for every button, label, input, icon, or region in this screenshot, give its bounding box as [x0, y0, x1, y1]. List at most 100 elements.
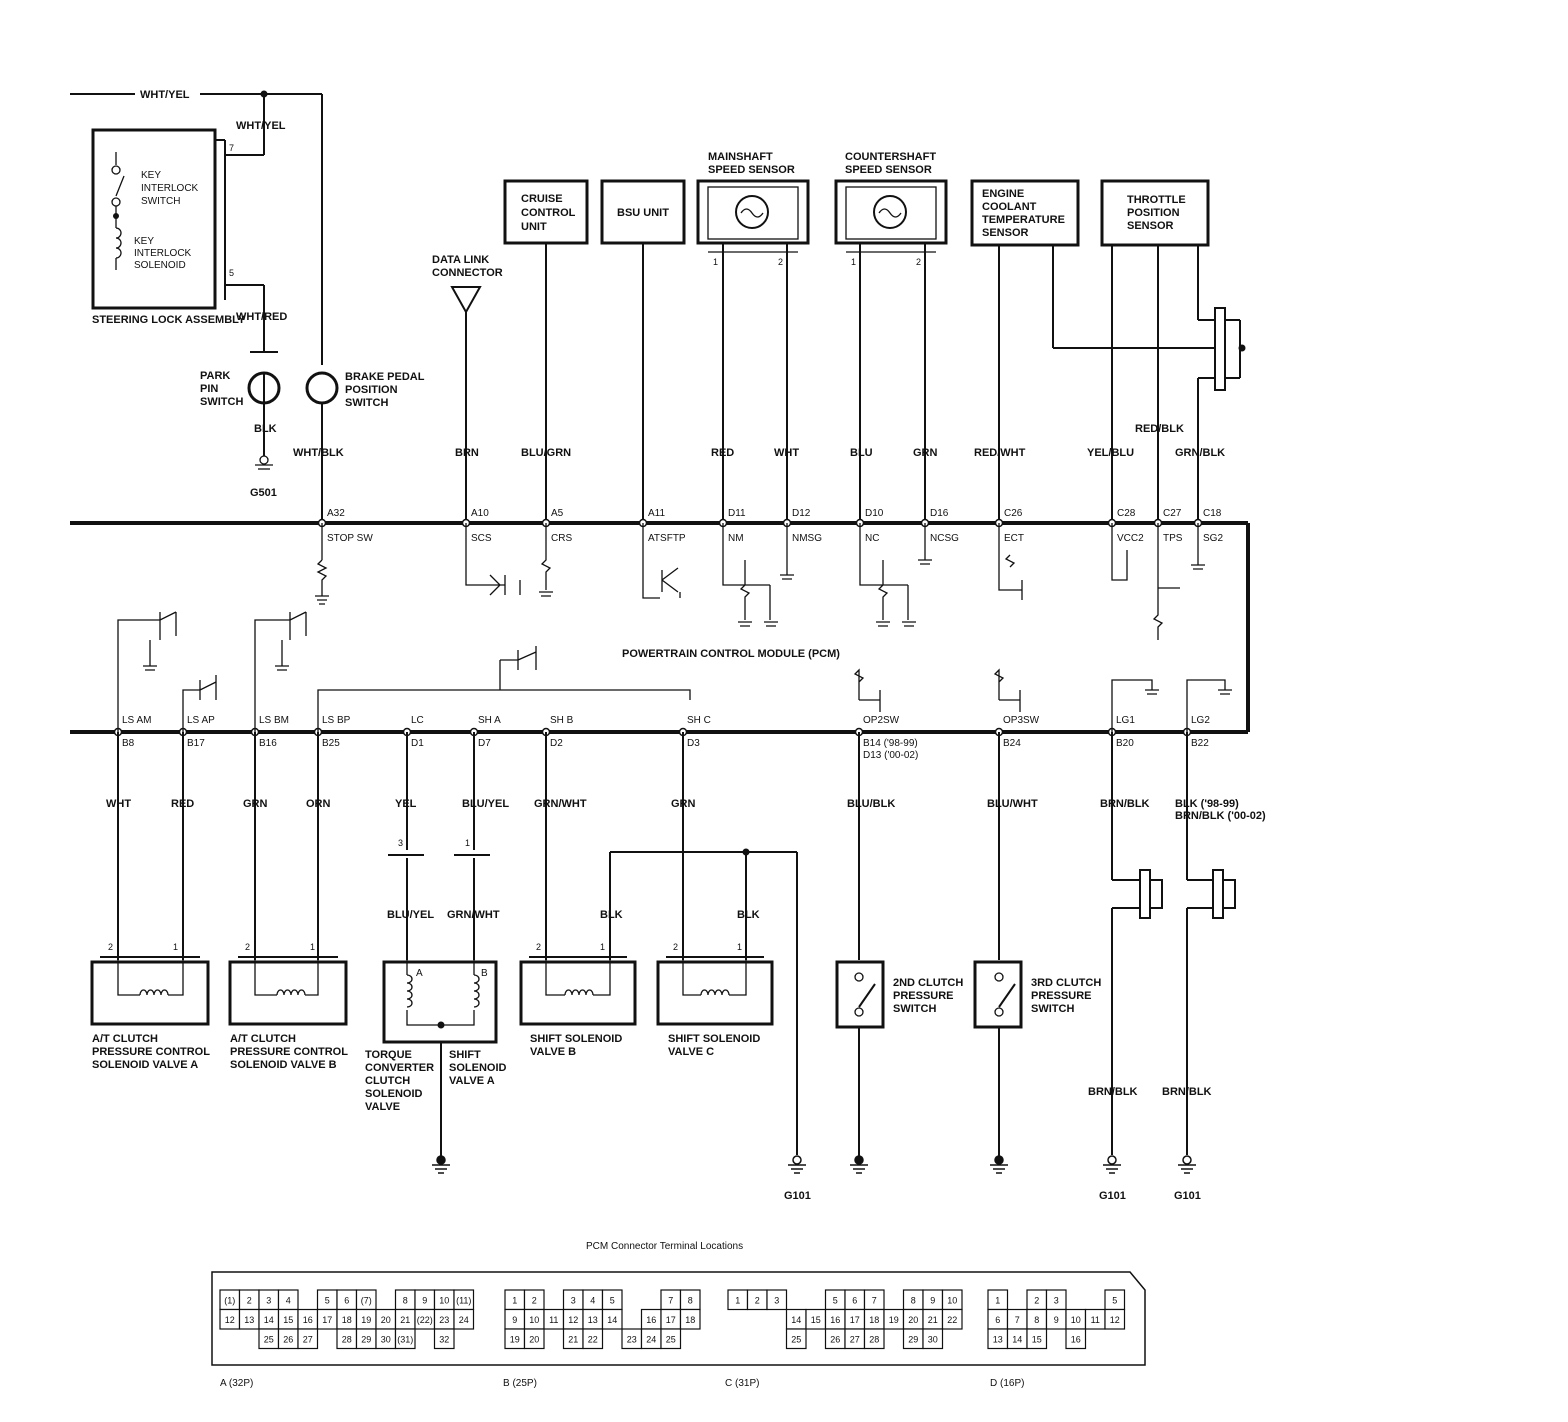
- svg-text:PRESSURE: PRESSURE: [893, 990, 954, 1002]
- wire-label: WHT/YEL: [140, 89, 190, 101]
- terminal-pin: D12: [792, 508, 811, 519]
- svg-text:SPEED SENSOR: SPEED SENSOR: [708, 164, 795, 176]
- cell-number: 17: [850, 1315, 860, 1325]
- wire-label: BLU/WHT: [987, 798, 1038, 810]
- terminal-signal: LG2: [1191, 715, 1210, 726]
- wire-label: BLU/GRN: [521, 447, 571, 459]
- cell-number: 2: [1034, 1296, 1039, 1306]
- terminal-pin: B14 ('98-99): [863, 738, 918, 749]
- cell-number: 15: [283, 1315, 293, 1325]
- cell-number: 28: [342, 1335, 352, 1345]
- cell-number: 30: [381, 1335, 391, 1345]
- connector-cell: [1026, 1328, 1048, 1350]
- cell-number: 10: [947, 1296, 957, 1306]
- svg-text:INTERLOCK: INTERLOCK: [134, 248, 192, 259]
- cell-number: 7: [872, 1296, 877, 1306]
- wire-label: RED: [171, 798, 194, 810]
- cruise-control-unit: CRUISE CONTROL UNIT BLU/GRN: [503, 179, 589, 523]
- svg-text:KEY: KEY: [141, 170, 161, 181]
- svg-text:COOLANT: COOLANT: [982, 201, 1037, 213]
- terminal-signal: SH B: [550, 715, 574, 726]
- terminal-signal: VCC2: [1117, 533, 1144, 544]
- cell-number: 14: [264, 1315, 274, 1325]
- cell-number: 4: [590, 1296, 595, 1306]
- terminal-signal: SH A: [478, 715, 501, 726]
- cell-number: (7): [361, 1296, 372, 1306]
- svg-text:1: 1: [600, 942, 605, 952]
- cell-number: 23: [439, 1315, 449, 1325]
- cell-number: 10: [529, 1315, 539, 1325]
- cell-number: 13: [588, 1315, 598, 1325]
- wire-label: WHT/YEL: [236, 120, 286, 132]
- cell-number: 24: [459, 1315, 469, 1325]
- svg-text:5: 5: [229, 268, 234, 278]
- cell-number: 2: [532, 1296, 537, 1306]
- cell-number: 16: [1071, 1335, 1081, 1345]
- wire-label: BRN: [455, 447, 479, 459]
- countershaft-speed-sensor: COUNTERSHAFT SPEED SENSOR 1 2 BLU GRN: [834, 151, 948, 523]
- svg-text:2: 2: [778, 257, 783, 267]
- svg-text:1: 1: [465, 838, 470, 848]
- svg-text:2: 2: [673, 942, 678, 952]
- connector-cell: [1104, 1308, 1126, 1330]
- cell-number: 12: [225, 1315, 235, 1325]
- cell-number: 1: [735, 1296, 740, 1306]
- terminal-pin: A11: [648, 508, 665, 519]
- svg-text:POSITION: POSITION: [1127, 207, 1180, 219]
- svg-text:B: B: [481, 968, 488, 979]
- shift-solenoid-valve-b: 2 1 SHIFT SOLENOID VALVE B: [519, 942, 637, 1058]
- cell-number: (11): [456, 1296, 471, 1306]
- connector-cell: [433, 1328, 455, 1350]
- svg-text:CONVERTER: CONVERTER: [365, 1062, 434, 1074]
- terminal-signal: SG2: [1203, 533, 1223, 544]
- svg-text:POSITION: POSITION: [345, 384, 398, 396]
- svg-text:SOLENOID: SOLENOID: [365, 1088, 423, 1100]
- connector-cell: [394, 1328, 416, 1350]
- connector-cell: [297, 1328, 319, 1350]
- ground-icon: [792, 1155, 802, 1165]
- switch-contact-icon: [111, 165, 121, 175]
- terminal-pin: A5: [551, 508, 564, 519]
- cell-number: 6: [344, 1296, 349, 1306]
- connector-cell: [785, 1328, 807, 1350]
- connector-cell: [863, 1328, 885, 1350]
- cell-number: 8: [403, 1296, 408, 1306]
- svg-text:SENSOR: SENSOR: [982, 227, 1029, 239]
- cell-number: 14: [791, 1315, 801, 1325]
- mainshaft-speed-sensor: MAINSHAFT SPEED SENSOR 1 2 RED WHT: [696, 151, 810, 523]
- connector-cell: [660, 1328, 682, 1350]
- cell-number: 3: [1054, 1296, 1059, 1306]
- wire-label: BLU/BLK: [847, 798, 895, 810]
- park-pin-switch: WHT/RED BLK G501 PARK PIN SWITCH: [200, 284, 287, 499]
- cell-number: 15: [811, 1315, 821, 1325]
- svg-text:SENSOR: SENSOR: [1127, 220, 1174, 232]
- connector-cell: [582, 1328, 604, 1350]
- coil-icon: [115, 227, 122, 259]
- svg-text:A/T CLUTCH: A/T CLUTCH: [230, 1033, 296, 1045]
- svg-text:DATA LINK: DATA LINK: [432, 254, 489, 266]
- cell-number: 24: [646, 1335, 656, 1345]
- cell-number: 2: [247, 1296, 252, 1306]
- 2nd-clutch-pressure-switch: 2ND CLUTCH PRESSURE SWITCH: [835, 960, 963, 1029]
- cell-number: 26: [830, 1335, 840, 1345]
- data-link-connector: DATA LINK CONNECTOR BRN: [432, 254, 503, 523]
- cell-number: 18: [685, 1315, 695, 1325]
- svg-text:RED: RED: [711, 447, 734, 459]
- wire-label: GRN/WHT: [534, 798, 587, 810]
- terminal-signal: LS AM: [122, 715, 151, 726]
- cell-number: 29: [361, 1335, 371, 1345]
- svg-text:1: 1: [713, 257, 718, 267]
- cell-number: 7: [668, 1296, 673, 1306]
- pcm-internal-circuits: [315, 523, 1205, 640]
- terminal-signal: LS AP: [187, 715, 215, 726]
- solenoid-valve-a: 2 1 A/T CLUTCH PRESSURE CONTROL SOLENOID…: [90, 942, 210, 1071]
- ground-icon: [994, 1155, 1004, 1165]
- cell-number: 10: [439, 1296, 449, 1306]
- terminal-pin: B22: [1191, 738, 1209, 749]
- cell-number: 14: [607, 1315, 617, 1325]
- svg-text:1: 1: [310, 942, 315, 952]
- svg-text:RED/BLK: RED/BLK: [1135, 423, 1184, 435]
